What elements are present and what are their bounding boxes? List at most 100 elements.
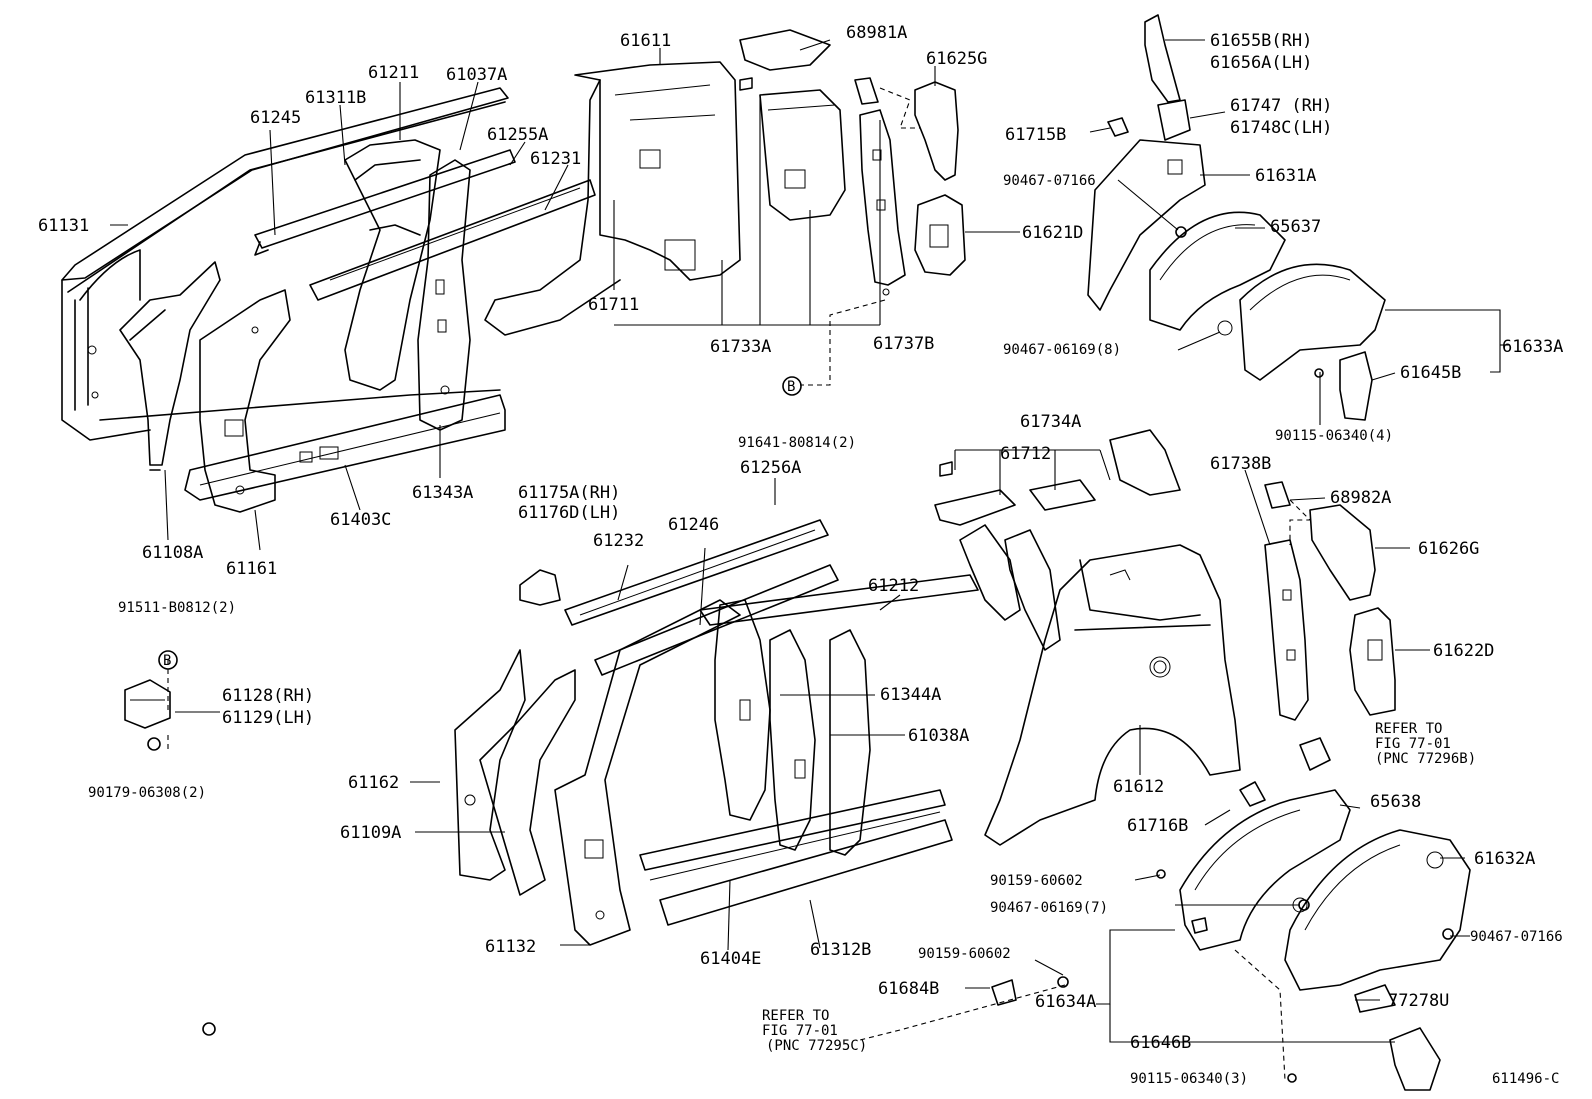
label-61632A: 61632A bbox=[1474, 849, 1535, 869]
label-61748C: 61748C(LH) bbox=[1230, 118, 1332, 138]
bracket-61175 bbox=[519, 569, 561, 606]
label-90467-07166-lower: 90467-07166 bbox=[1470, 929, 1563, 945]
label-68982A: 68982A bbox=[1330, 488, 1391, 508]
label-61232: 61232 bbox=[593, 531, 644, 551]
center-pillar-lower-set bbox=[714, 599, 871, 856]
part-labels: 61611 68981A 61625G 61655B(RH) 61656A(LH… bbox=[38, 23, 1563, 1087]
label-61712: 61712 bbox=[1000, 444, 1051, 464]
label-refer-top-2: FIG 77-01 bbox=[1375, 736, 1451, 752]
label-61403C: 61403C bbox=[330, 510, 391, 530]
fasteners bbox=[147, 226, 1454, 1083]
label-61656A: 61656A(LH) bbox=[1210, 53, 1312, 73]
label-61621D: 61621D bbox=[1022, 223, 1083, 243]
label-61343A: 61343A bbox=[412, 483, 473, 503]
quarter-inner-upper bbox=[484, 61, 741, 336]
label-91641-80814: 91641-80814(2) bbox=[738, 435, 856, 451]
label-61245: 61245 bbox=[250, 108, 301, 128]
lower-right-wheel-house bbox=[1179, 737, 1471, 1091]
front-pillar-upper bbox=[119, 261, 221, 471]
label-61131: 61131 bbox=[38, 216, 89, 236]
svg-text:B: B bbox=[787, 379, 795, 395]
bracket-61128 bbox=[124, 679, 171, 729]
marker-b-top: B bbox=[782, 376, 802, 396]
roof-rail-assembly-lower bbox=[564, 519, 979, 676]
roof-inner-rail bbox=[309, 179, 596, 301]
label-90159-60602-upper: 90159-60602 bbox=[990, 873, 1083, 889]
label-61312B: 61312B bbox=[810, 940, 871, 960]
label-61625G: 61625G bbox=[926, 49, 987, 69]
center-pillar-upper bbox=[344, 139, 441, 391]
center-pillar-reinforcement bbox=[417, 159, 471, 431]
label-61176D: 61176D(LH) bbox=[518, 503, 620, 523]
label-61038A: 61038A bbox=[908, 726, 969, 746]
label-61128: 61128(RH) bbox=[222, 686, 314, 706]
label-61175A: 61175A(RH) bbox=[518, 483, 620, 503]
roof-rail-assembly-upper bbox=[61, 87, 509, 441]
label-90467-06169-upper: 90467-06169(8) bbox=[1003, 342, 1121, 358]
svg-text:B: B bbox=[163, 653, 171, 669]
quarter-panel-outer bbox=[984, 544, 1241, 846]
label-90115-06340-upper: 90115-06340(4) bbox=[1275, 428, 1393, 444]
label-61733A: 61733A bbox=[710, 337, 771, 357]
label-61612: 61612 bbox=[1113, 777, 1164, 797]
dashed-lines bbox=[167, 87, 1312, 1081]
label-61108A: 61108A bbox=[142, 543, 203, 563]
quarter-inner-panels bbox=[739, 29, 846, 221]
label-61747: 61747 (RH) bbox=[1230, 96, 1332, 116]
label-68981A: 68981A bbox=[846, 23, 907, 43]
label-61645B: 61645B bbox=[1400, 363, 1461, 383]
label-refer-bot-1: REFER TO bbox=[762, 1008, 829, 1024]
label-refer-bot-2: FIG 77-01 bbox=[762, 1023, 838, 1039]
label-61655B: 61655B(RH) bbox=[1210, 31, 1312, 51]
roof-rail-reinforcement bbox=[254, 149, 516, 256]
label-61611: 61611 bbox=[620, 31, 671, 51]
label-61738B: 61738B bbox=[1210, 454, 1271, 474]
label-61311B: 61311B bbox=[305, 88, 366, 108]
upper-right-wheel-house bbox=[1087, 14, 1386, 421]
label-77278U: 77278U bbox=[1388, 991, 1449, 1011]
label-61737B: 61737B bbox=[873, 334, 934, 354]
label-61344A: 61344A bbox=[880, 685, 941, 705]
label-61255A: 61255A bbox=[487, 125, 548, 145]
label-61109A: 61109A bbox=[340, 823, 401, 843]
label-refer-top-1: REFER TO bbox=[1375, 721, 1442, 737]
rocker-panel-inner bbox=[184, 394, 506, 501]
label-65638: 65638 bbox=[1370, 792, 1421, 812]
rear-rail-set bbox=[934, 429, 1181, 651]
label-refer-bot-3: (PNC 77295C) bbox=[766, 1038, 867, 1054]
label-61404E: 61404E bbox=[700, 949, 761, 969]
rear-pillar-parts-lower bbox=[1264, 481, 1396, 721]
label-61716B: 61716B bbox=[1127, 816, 1188, 836]
label-61622D: 61622D bbox=[1433, 641, 1494, 661]
label-61132: 61132 bbox=[485, 937, 536, 957]
label-61626G: 61626G bbox=[1418, 539, 1479, 559]
label-61646B: 61646B bbox=[1130, 1033, 1191, 1053]
label-61211: 61211 bbox=[368, 63, 419, 83]
label-90467-06169-lower: 90467-06169(7) bbox=[990, 900, 1108, 916]
label-61129: 61129(LH) bbox=[222, 708, 314, 728]
label-91511-B0812: 91511-B0812(2) bbox=[118, 600, 236, 616]
label-61684B: 61684B bbox=[878, 979, 939, 999]
label-61246: 61246 bbox=[668, 515, 719, 535]
front-pillar-lower bbox=[199, 289, 291, 513]
label-61161: 61161 bbox=[226, 559, 277, 579]
label-90179-06308: 90179-06308(2) bbox=[88, 785, 206, 801]
front-pillar-lower-set bbox=[454, 599, 741, 946]
label-61231: 61231 bbox=[530, 149, 581, 169]
rear-pillar-parts-upper bbox=[854, 77, 966, 296]
label-refer-top-3: (PNC 77296B) bbox=[1375, 751, 1476, 767]
label-61256A: 61256A bbox=[740, 458, 801, 478]
label-61162: 61162 bbox=[348, 773, 399, 793]
figure-id: 611496-C bbox=[1492, 1071, 1559, 1087]
marker-b-left: B bbox=[158, 650, 178, 670]
label-90115-06340-lower: 90115-06340(3) bbox=[1130, 1071, 1248, 1087]
rocker-panel-lower bbox=[639, 789, 953, 926]
leader-lines bbox=[110, 39, 1510, 1043]
label-61633A: 61633A bbox=[1502, 337, 1563, 357]
label-61715B: 61715B bbox=[1005, 125, 1066, 145]
label-61711: 61711 bbox=[588, 295, 639, 315]
label-90159-60602-lower: 90159-60602 bbox=[918, 946, 1011, 962]
label-61734A: 61734A bbox=[1020, 412, 1081, 432]
label-65637: 65637 bbox=[1270, 217, 1321, 237]
